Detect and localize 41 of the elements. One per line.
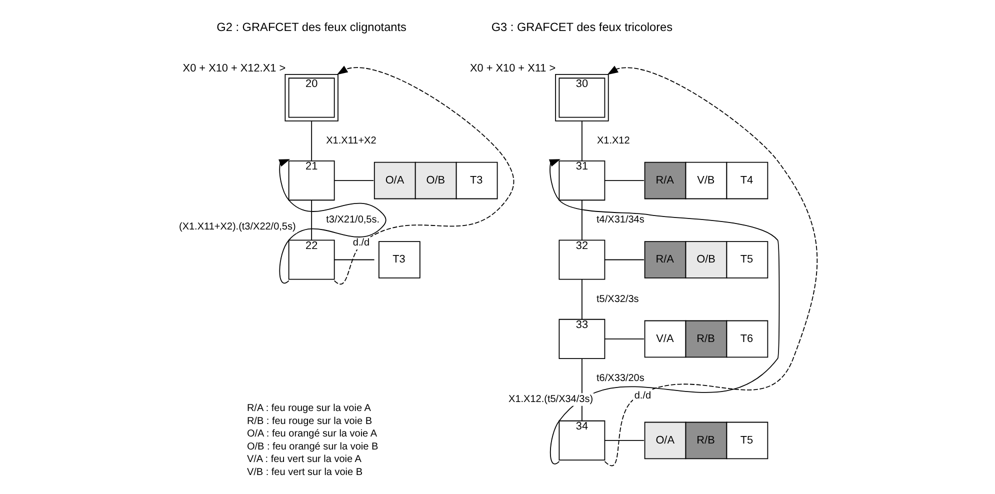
node-box: 31 — [558, 160, 606, 201]
connector — [604, 338, 644, 340]
edge-label: t3/X21/0,5s. — [326, 214, 380, 226]
node-text: R/A V/B T4 — [656, 174, 754, 186]
label: R/B : feu rouge sur la voie B — [246, 416, 372, 427]
connector — [604, 440, 644, 441]
label: O/A : feu orangé sur la voie A — [246, 428, 378, 440]
node-box: 34 — [558, 420, 606, 460]
connector — [334, 180, 374, 181]
node-label: X0 + X10 + X11 > — [470, 62, 556, 74]
connector — [334, 259, 375, 260]
label: V/A : feu vert sur la voie A — [246, 454, 362, 466]
node-box: 21 — [288, 160, 335, 201]
edge-label: d./d — [352, 238, 370, 249]
label: G3 : GRAFCET des feux tricolores — [491, 20, 673, 34]
connector — [604, 259, 644, 260]
edge-label: t6/X33/20s — [596, 373, 644, 384]
node-box: 33 — [558, 318, 606, 359]
arrow — [334, 66, 514, 285]
edge-label: d./d — [634, 390, 652, 402]
node-box: 22 — [288, 240, 335, 280]
edge-label: t5/X32/3s — [596, 294, 639, 305]
connector — [311, 120, 312, 162]
connector — [311, 200, 312, 240]
node-label: X0 + X10 + X12.X1 > — [182, 62, 286, 74]
node-box: 32 — [558, 240, 606, 280]
arrow — [604, 66, 818, 466]
connector — [604, 180, 644, 181]
label: V/B : feu vert sur la voie B — [246, 466, 363, 478]
edge-label: t4/X31/34s — [596, 214, 644, 226]
edge-label: (X1.X11+X2).(t3/X22/0,5s) — [179, 221, 296, 232]
label: O/B : feu orangé sur la voie B — [246, 441, 378, 452]
node-box: 30 — [555, 74, 609, 122]
edge-label: X1.X12.(t5/X34/3s) — [508, 394, 594, 406]
label: R/A : feu rouge sur la voie A — [246, 403, 371, 414]
edge-label: X1.X12 — [596, 135, 630, 146]
node-box: 20 — [284, 74, 338, 122]
label: G2 : GRAFCET des feux clignotants — [216, 20, 406, 34]
edge-label: X1.X11+X2 — [326, 135, 376, 146]
arrow — [548, 159, 780, 464]
arrow — [278, 159, 386, 284]
